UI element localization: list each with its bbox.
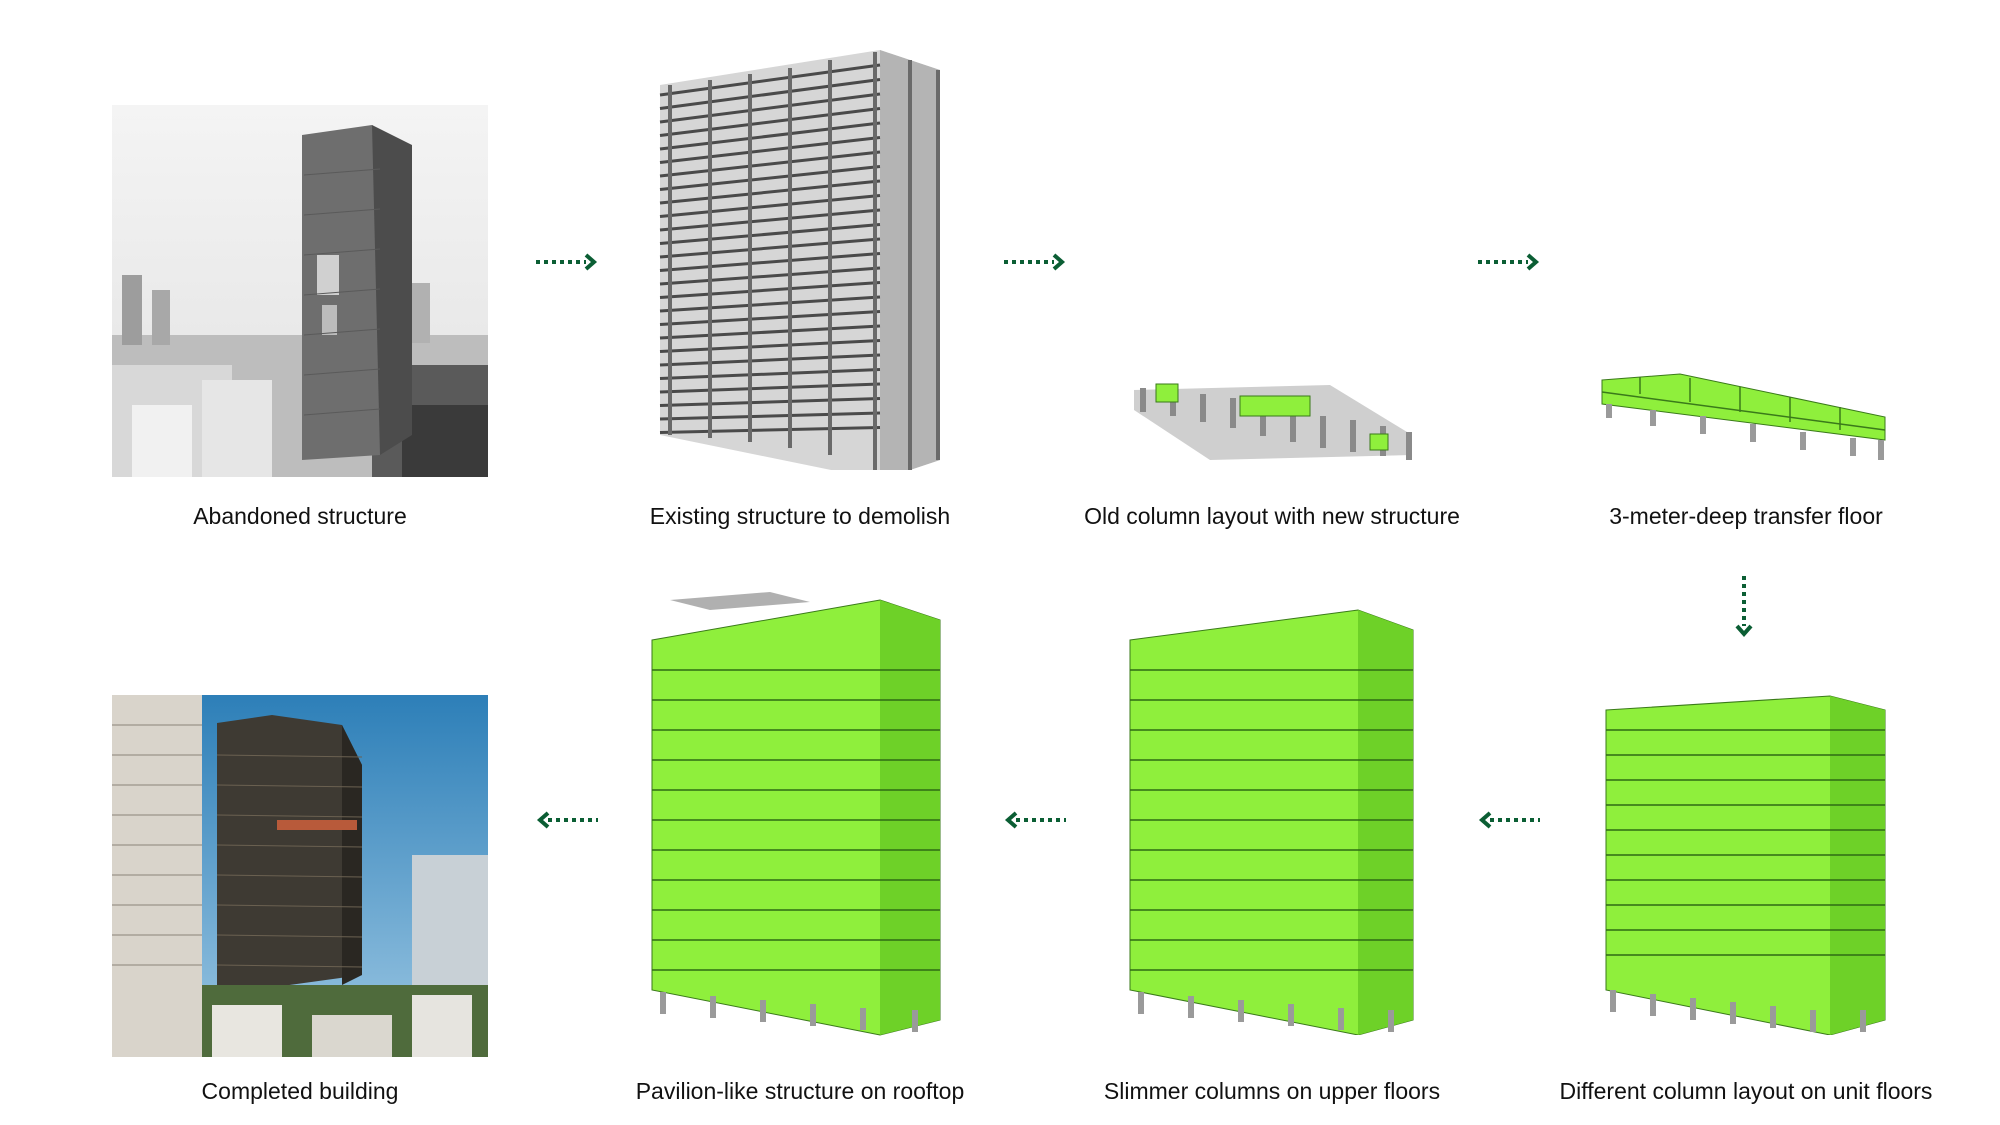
upper-floors-model <box>1128 600 1418 1035</box>
floor-slab-line <box>659 353 881 367</box>
step-4-caption: 3-meter-deep transfer floor <box>1609 503 1883 529</box>
arrow-right-icon <box>534 250 600 274</box>
transfer-floor-model <box>1600 372 1890 472</box>
arrow-right-icon <box>1476 250 1542 274</box>
floor-slab-line <box>659 136 881 164</box>
floor-slab-line <box>659 382 881 394</box>
unit-floors-model <box>1600 690 1890 1035</box>
floor-slab-line <box>659 92 881 124</box>
arrow-down-icon <box>1732 574 1756 640</box>
step-6-caption: Slimmer columns on upper floors <box>1103 1078 1441 1104</box>
floor-slab-line <box>659 368 881 380</box>
floor-slab-line <box>659 107 881 137</box>
existing-structure-model <box>650 40 950 470</box>
floor-slab-line <box>659 339 881 353</box>
floor-slab-line <box>659 179 881 205</box>
arrow-left-icon <box>1476 808 1542 832</box>
floor-slab-line <box>659 150 881 178</box>
floor-slab-line <box>659 121 881 151</box>
floor-slab-line <box>659 411 881 421</box>
old-column-layout-model <box>1130 380 1420 470</box>
completed-building-photo <box>112 695 488 1057</box>
arrow-right-icon <box>1002 250 1068 274</box>
floor-slab-line <box>659 208 881 232</box>
floor-slab-line <box>659 223 881 245</box>
abandoned-structure-photo <box>112 105 488 477</box>
floor-slab-line <box>659 426 881 434</box>
arrow-left-icon <box>534 808 600 832</box>
floor-slab-line <box>659 78 881 110</box>
floor-slab-line <box>659 397 881 407</box>
floor-slab-line <box>659 194 881 218</box>
floor-slab-line <box>659 324 881 340</box>
floor-slab-line <box>659 165 881 191</box>
step-7-caption: Pavilion-like structure on rooftop <box>635 1078 965 1104</box>
step-2-caption: Existing structure to demolish <box>649 503 951 529</box>
step-8-caption: Completed building <box>201 1078 399 1104</box>
floor-slab-line <box>659 266 881 286</box>
step-3-caption: Old column layout with new structure <box>1084 503 1460 529</box>
rooftop-pavilion-model <box>650 590 950 1040</box>
arrow-left-icon <box>1002 808 1068 832</box>
floor-slab-line <box>659 281 881 299</box>
floor-slab-line <box>659 252 881 272</box>
step-1-caption: Abandoned structure <box>193 503 407 529</box>
floor-slab-line <box>659 295 881 313</box>
floor-slab-line <box>659 237 881 259</box>
floor-slab-line <box>659 63 881 97</box>
step-5-caption: Different column layout on unit floors <box>1559 1078 1933 1104</box>
floor-slab-line <box>659 310 881 326</box>
